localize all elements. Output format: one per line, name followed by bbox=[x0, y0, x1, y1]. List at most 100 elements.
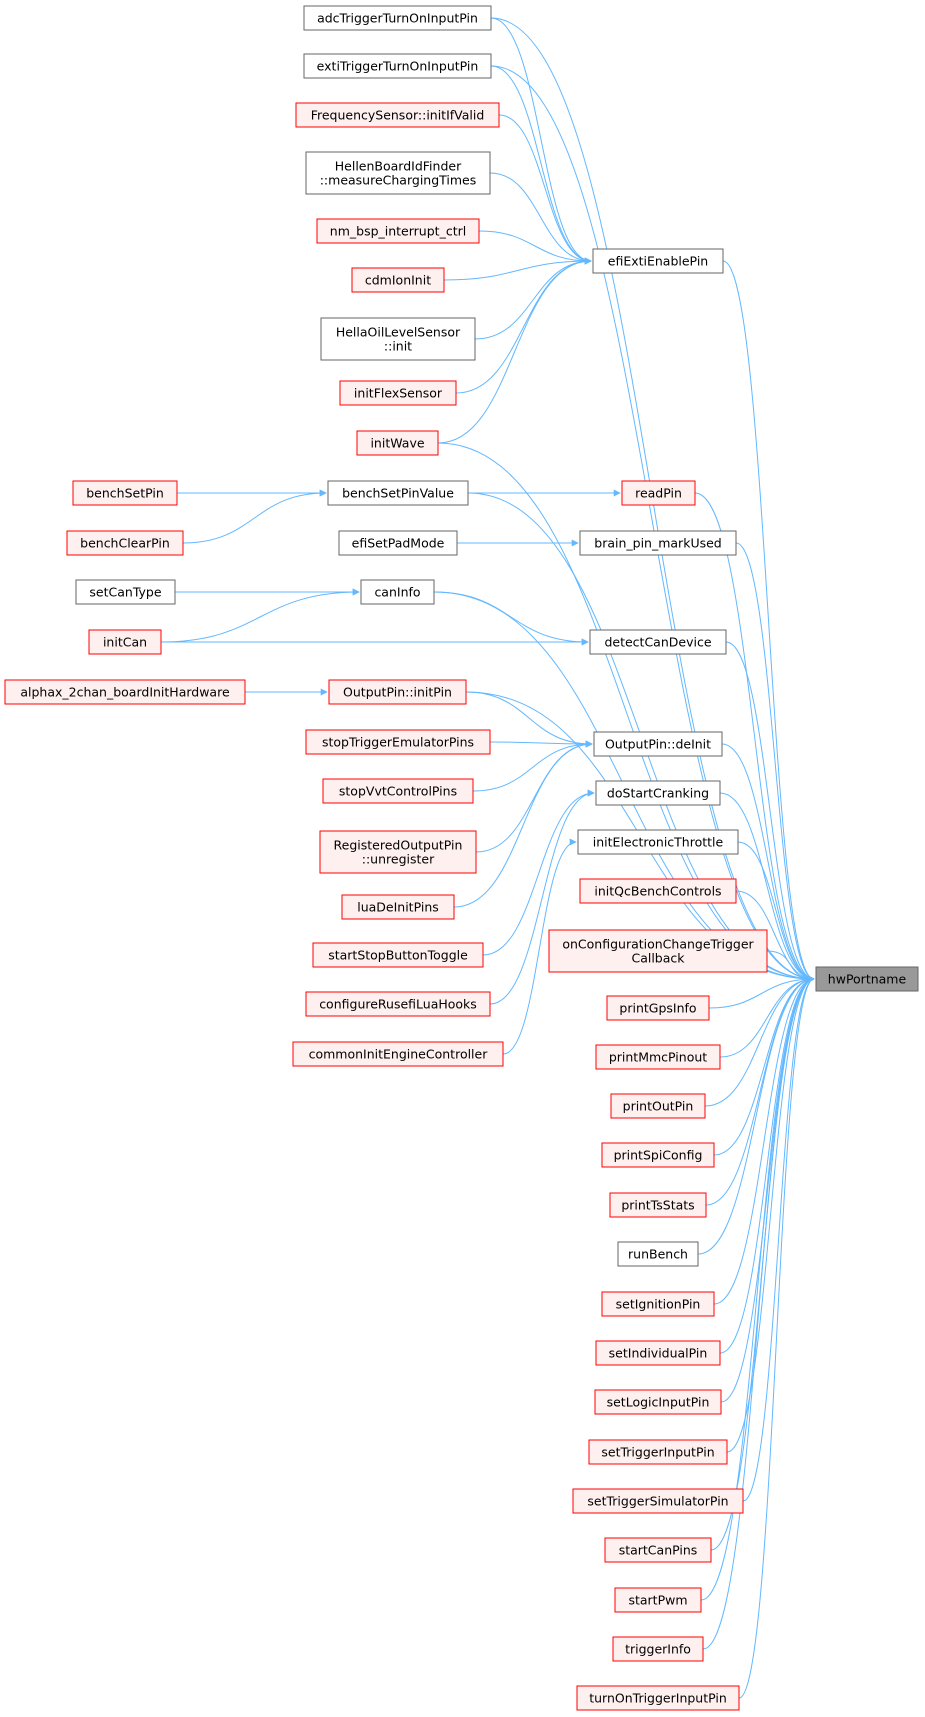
node-RegisteredOutputPin_unregister[interactable]: RegisteredOutputPin::unregister bbox=[319, 830, 477, 874]
node-label: alphax_2chan_boardInitHardware bbox=[20, 685, 230, 700]
node-box bbox=[66, 530, 184, 556]
node-label: canInfo bbox=[374, 585, 420, 600]
node-printSpiConfig[interactable]: printSpiConfig bbox=[601, 1142, 715, 1168]
node-label: initFlexSensor bbox=[354, 386, 443, 401]
edge-stopVvtControlPins-to-OutputPin_deInit bbox=[472, 740, 593, 792]
node-initWave[interactable]: initWave bbox=[356, 430, 439, 456]
edge-line bbox=[465, 691, 593, 748]
node-doStartCranking[interactable]: doStartCranking bbox=[595, 780, 721, 806]
node-runBench[interactable]: runBench bbox=[617, 1241, 699, 1267]
node-setTriggerSimulatorPin[interactable]: setTriggerSimulatorPin bbox=[572, 1488, 744, 1514]
node-startPwm[interactable]: startPwm bbox=[614, 1587, 702, 1613]
node-box bbox=[614, 1587, 702, 1613]
edge-line bbox=[433, 591, 589, 646]
edge-setIgnitionPin-to-hwPortname bbox=[713, 975, 815, 1305]
node-HellaOilLevelSensor_init[interactable]: HellaOilLevelSensor::init bbox=[320, 317, 476, 361]
node-adcTriggerTurnOnInputPin[interactable]: adcTriggerTurnOnInputPin bbox=[303, 5, 492, 31]
node-label: onConfigurationChangeTrigger bbox=[562, 937, 754, 952]
node-box bbox=[292, 1041, 504, 1067]
node-box bbox=[579, 878, 737, 904]
node-efiSetPadMode[interactable]: efiSetPadMode bbox=[338, 530, 458, 556]
node-stopTriggerEmulatorPins[interactable]: stopTriggerEmulatorPins bbox=[305, 729, 491, 755]
node-box bbox=[594, 1389, 722, 1415]
node-label: benchClearPin bbox=[80, 536, 170, 551]
node-OutputPin_deInit[interactable]: OutputPin::deInit bbox=[593, 731, 723, 757]
node-alphax_2chan_boardInitHardware[interactable]: alphax_2chan_boardInitHardware bbox=[4, 679, 246, 705]
node-benchSetPin[interactable]: benchSetPin bbox=[72, 480, 178, 506]
node-FrequencySensor_initIfValid[interactable]: FrequencySensor::initIfValid bbox=[295, 102, 500, 128]
node-box bbox=[328, 679, 467, 705]
node-turnOnTriggerInputPin[interactable]: turnOnTriggerInputPin bbox=[576, 1685, 740, 1711]
node-commonInitEngineController[interactable]: commonInitEngineController bbox=[292, 1041, 504, 1067]
edge-line bbox=[700, 975, 815, 1601]
edge-line bbox=[694, 492, 815, 983]
node-label: extiTriggerTurnOnInputPin bbox=[317, 59, 479, 74]
node-printGpsInfo[interactable]: printGpsInfo bbox=[606, 995, 710, 1021]
edge-line bbox=[713, 975, 815, 1156]
node-label: hwPortname bbox=[828, 972, 907, 987]
node-stopVvtControlPins[interactable]: stopVvtControlPins bbox=[322, 778, 474, 804]
edge-extiTriggerTurnOnInputPin-to-hwPortname bbox=[490, 65, 815, 983]
node-box bbox=[589, 629, 727, 655]
node-label: printSpiConfig bbox=[614, 1148, 703, 1163]
node-label: initCan bbox=[103, 635, 147, 650]
node-brain_pin_markUsed[interactable]: brain_pin_markUsed bbox=[579, 530, 737, 556]
node-OutputPin_initPin[interactable]: OutputPin::initPin bbox=[328, 679, 467, 705]
node-printTsStats[interactable]: printTsStats bbox=[609, 1192, 707, 1218]
node-setCanType[interactable]: setCanType bbox=[75, 579, 176, 605]
node-label: detectCanDevice bbox=[604, 635, 711, 650]
node-box bbox=[72, 480, 178, 506]
edge-cdmIonInit-to-efiExtiEnablePin bbox=[443, 257, 592, 281]
edge-printOutPin-to-hwPortname bbox=[704, 975, 815, 1107]
node-extiTriggerTurnOnInputPin[interactable]: extiTriggerTurnOnInputPin bbox=[303, 53, 492, 79]
node-nm_bsp_interrupt_ctrl[interactable]: nm_bsp_interrupt_ctrl bbox=[316, 218, 480, 244]
edge-OutputPin_initPin-to-OutputPin_deInit bbox=[465, 691, 593, 748]
node-box bbox=[339, 380, 457, 406]
node-luaDeInitPins[interactable]: luaDeInitPins bbox=[341, 894, 455, 920]
node-label: HellaOilLevelSensor bbox=[336, 325, 461, 340]
node-initFlexSensor[interactable]: initFlexSensor bbox=[339, 380, 457, 406]
node-setLogicInputPin[interactable]: setLogicInputPin bbox=[594, 1389, 722, 1415]
edge-line bbox=[490, 17, 592, 265]
node-setIndividualPin[interactable]: setIndividualPin bbox=[595, 1340, 721, 1366]
node-label: efiExtiEnablePin bbox=[608, 254, 708, 269]
node-box bbox=[322, 778, 474, 804]
edge-printGpsInfo-to-hwPortname bbox=[708, 975, 815, 1009]
edge-line bbox=[742, 975, 815, 1502]
edge-detectCanDevice-to-hwPortname bbox=[725, 641, 815, 983]
node-readPin[interactable]: readPin bbox=[621, 480, 696, 506]
node-startCanPins[interactable]: startCanPins bbox=[604, 1537, 712, 1563]
edge-configureRusefiLuaHooks-to-doStartCranking bbox=[489, 789, 595, 1005]
edge-initWave-to-efiExtiEnablePin bbox=[437, 257, 592, 444]
node-cdmIonInit[interactable]: cdmIonInit bbox=[351, 267, 445, 293]
node-triggerInfo[interactable]: triggerInfo bbox=[612, 1636, 704, 1662]
node-canInfo[interactable]: canInfo bbox=[360, 579, 435, 605]
node-hwPortname[interactable]: hwPortname bbox=[815, 966, 919, 992]
node-initCan[interactable]: initCan bbox=[88, 629, 162, 655]
node-box bbox=[610, 1093, 706, 1119]
node-label: commonInitEngineController bbox=[309, 1047, 489, 1062]
node-initQcBenchControls[interactable]: initQcBenchControls bbox=[579, 878, 737, 904]
node-startStopButtonToggle[interactable]: startStopButtonToggle bbox=[312, 942, 484, 968]
node-initElectronicThrottle[interactable]: initElectronicThrottle bbox=[577, 829, 739, 855]
node-setIgnitionPin[interactable]: setIgnitionPin bbox=[601, 1291, 715, 1317]
edge-line bbox=[705, 975, 815, 1206]
edge-turnOnTriggerInputPin-to-hwPortname bbox=[738, 975, 815, 1699]
edge-doStartCranking-to-hwPortname bbox=[719, 792, 815, 983]
node-efiExtiEnablePin[interactable]: efiExtiEnablePin bbox=[592, 248, 724, 274]
node-box bbox=[595, 1340, 721, 1366]
edge-line bbox=[474, 257, 592, 340]
node-setTriggerInputPin[interactable]: setTriggerInputPin bbox=[588, 1439, 728, 1465]
node-HellenBoardIdFinder_measureChargingTimes[interactable]: HellenBoardIdFinder::measureChargingTime… bbox=[305, 151, 491, 195]
edge-HellaOilLevelSensor_init-to-efiExtiEnablePin bbox=[474, 257, 592, 340]
edge-line bbox=[478, 230, 592, 265]
node-printOutPin[interactable]: printOutPin bbox=[610, 1093, 706, 1119]
node-detectCanDevice[interactable]: detectCanDevice bbox=[589, 629, 727, 655]
node-configureRusefiLuaHooks[interactable]: configureRusefiLuaHooks bbox=[305, 991, 491, 1017]
node-benchSetPinValue[interactable]: benchSetPinValue bbox=[327, 480, 469, 506]
node-printMmcPinout[interactable]: printMmcPinout bbox=[595, 1044, 721, 1070]
node-benchClearPin[interactable]: benchClearPin bbox=[66, 530, 184, 556]
node-box bbox=[588, 1439, 728, 1465]
node-label: printTsStats bbox=[621, 1198, 694, 1213]
